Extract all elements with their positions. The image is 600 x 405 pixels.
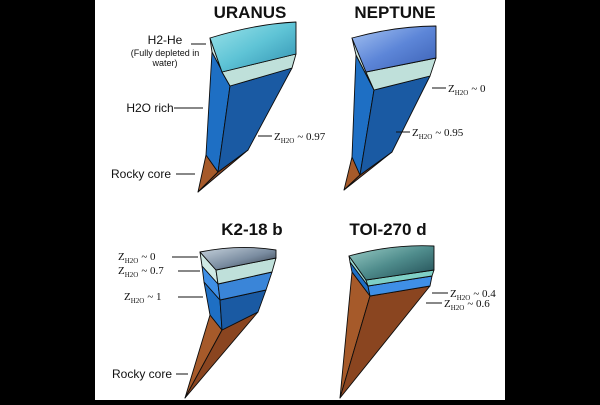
- k2-18b-label-rocky-core: Rocky core: [112, 367, 172, 381]
- k2-18b-surface: [199, 246, 277, 271]
- neptune-title: NEPTUNE: [354, 3, 435, 22]
- uranus-label-h2he: H2-He: [148, 33, 183, 47]
- toi-270d-panel: TOI-270 d ZH2O~ 0.4 ZH2O~ 0.6: [339, 220, 496, 399]
- uranus-z-label: ZH2O~ 0.97: [274, 131, 326, 145]
- k2-18b-z-2-label: ZH2O~ 0.7: [118, 265, 164, 279]
- toi-270d-surface: [348, 245, 435, 281]
- uranus-label-rocky-core: Rocky core: [111, 167, 171, 181]
- uranus-panel: URANUS H2-He (Fully depleted in water) H…: [111, 3, 326, 193]
- neptune-z-upper-label: ZH2O~ 0: [448, 83, 486, 97]
- neptune-panel: NEPTUNE ZH2O~ 0 ZH2O~ 0.95: [343, 3, 486, 191]
- uranus-title: URANUS: [214, 3, 287, 22]
- k2-18b-z-1-label: ZH2O~ 0: [118, 251, 156, 265]
- k2-18b-panel: K2-18 b ZH2O~ 0 ZH2O~ 0.7 ZH2O~ 1 Rocky …: [112, 220, 283, 399]
- uranus-surface: [209, 21, 297, 73]
- uranus-label-note-1: (Fully depleted in: [131, 48, 200, 58]
- toi-270d-z-2-label: ZH2O~ 0.6: [444, 298, 490, 312]
- uranus-label-note-2: water): [151, 58, 177, 68]
- toi-270d-title: TOI-270 d: [349, 220, 426, 239]
- toi-270d-z-1-label: ZH2O~ 0.4: [450, 288, 496, 302]
- neptune-surface: [351, 25, 437, 73]
- k2-18b-z-3-label: ZH2O~ 1: [124, 291, 162, 305]
- neptune-z-lower-label: ZH2O~ 0.95: [412, 127, 464, 141]
- k2-18b-title: K2-18 b: [221, 220, 282, 239]
- figure-background: [95, 0, 505, 400]
- uranus-label-water-rich: H2O rich: [126, 101, 173, 115]
